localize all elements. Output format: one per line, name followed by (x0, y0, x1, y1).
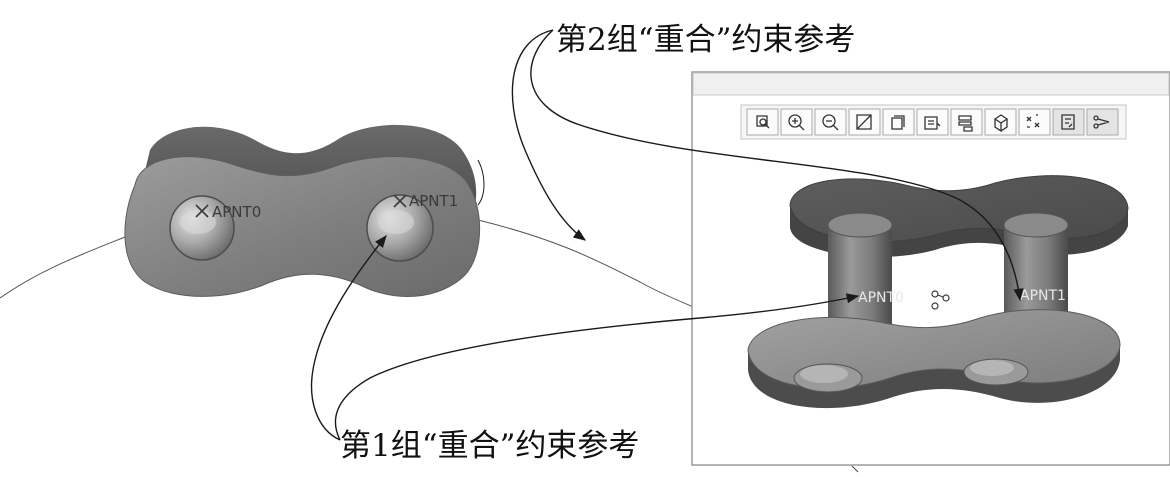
zoom-in-button[interactable] (780, 108, 813, 136)
component-connect-button[interactable] (1086, 108, 1119, 136)
group1-arrow-to-left (310, 235, 387, 441)
datum-axes-button[interactable] (1052, 108, 1085, 136)
window-title-bar (692, 72, 1170, 96)
left-plate-face (124, 156, 481, 297)
right-apnt1-label: APNT1 (1020, 288, 1066, 304)
left-chain-plate: APNT0 APNT1 (124, 124, 481, 297)
group2-arrow-to-right (530, 29, 1024, 302)
right-apnt0-label: APNT0 (858, 290, 904, 306)
repaint-button[interactable] (848, 108, 881, 136)
callout-group1-label: 第1组“重合”约束参考 (340, 428, 639, 464)
layers-button[interactable] (950, 108, 983, 136)
display-style-icon (891, 115, 905, 130)
drag-handle-icon[interactable] (931, 290, 950, 310)
group2-arrow-to-left (511, 29, 587, 241)
zoom-to-fit-button[interactable] (746, 108, 779, 136)
spin-center-icon (993, 114, 1009, 133)
component-connect-icon (1093, 115, 1110, 129)
group1-arrow-to-right (334, 293, 860, 441)
group2-arrow-to-left-b (477, 159, 485, 206)
callout-group2-label: 第2组“重合”约束参考 (556, 22, 855, 58)
zoom-out-button[interactable] (814, 108, 847, 136)
model-window[interactable]: APNT0 APNT1 (691, 71, 1170, 473)
left-plate-rim (135, 124, 477, 212)
callout-arrows (310, 29, 1024, 441)
datum-points-button[interactable] (1018, 108, 1051, 136)
display-style-button[interactable] (882, 108, 915, 136)
repaint-icon (856, 114, 872, 130)
left-apnt1-marker (393, 194, 407, 208)
zoom-to-fit-icon (756, 115, 770, 129)
window-toolbar (740, 104, 1127, 140)
datum-points-icon (1026, 114, 1040, 128)
reference-lines (0, 219, 701, 311)
zoom-out-icon (822, 114, 839, 131)
left-apnt0-marker (195, 204, 209, 218)
zoom-in-icon (788, 114, 805, 131)
left-apnt0-label: APNT0 (212, 203, 261, 221)
saved-views-icon (924, 116, 941, 130)
saved-views-button[interactable] (916, 108, 949, 136)
left-apnt1-label: APNT1 (409, 192, 458, 210)
right-chain-assembly: APNT0 APNT1 (747, 175, 1129, 409)
datum-axes-icon (1061, 114, 1075, 130)
spin-center-button[interactable] (984, 108, 1017, 136)
layers-icon (958, 115, 973, 132)
